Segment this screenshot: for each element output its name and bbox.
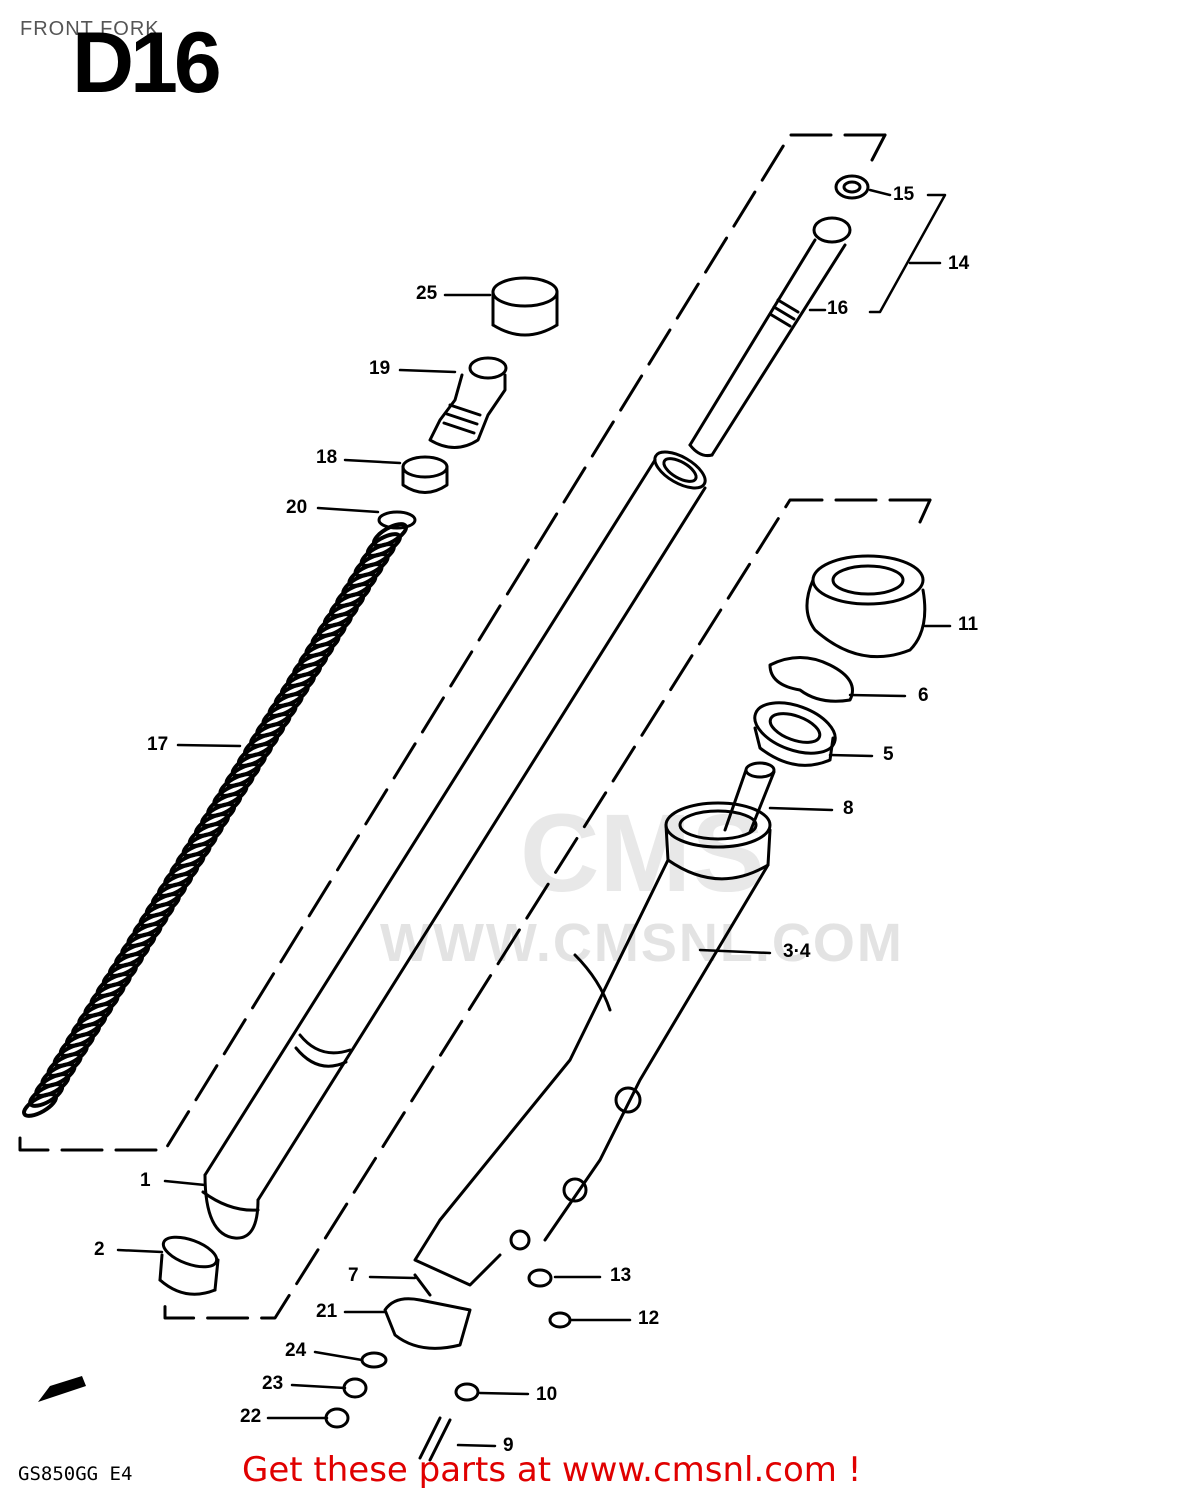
- outer-tube: [413, 801, 772, 1287]
- callout-10: 10: [536, 1384, 558, 1405]
- nut-10: [454, 1382, 480, 1402]
- stud-bolt: [413, 1273, 432, 1297]
- axle-holder: [383, 1297, 472, 1350]
- callout-17: 17: [147, 734, 169, 755]
- washer: [377, 510, 417, 530]
- washer-24: [360, 1351, 388, 1369]
- group-bracket-right: [163, 498, 932, 1320]
- callout-2: 2: [94, 1239, 105, 1260]
- callout-20: 20: [286, 497, 308, 518]
- spring-coil: [22, 1092, 58, 1118]
- callout-23: 23: [262, 1373, 284, 1394]
- callout-16: 16: [827, 298, 849, 319]
- axle-bolt: [418, 1416, 452, 1462]
- hex-bolt: [548, 1311, 572, 1329]
- callout-22: 22: [240, 1406, 262, 1427]
- model-code: GS850GG E4: [18, 1463, 133, 1485]
- callout-18: 18: [316, 447, 338, 468]
- stopper-ring: [768, 656, 854, 703]
- inner-tube: [201, 450, 707, 1240]
- nut-23: [342, 1377, 368, 1399]
- callout-9: 9: [503, 1435, 514, 1456]
- watermark-url: WWW.CMSNL.COM: [380, 913, 904, 973]
- callout-11: 11: [958, 614, 979, 635]
- damper-cylinder: [723, 761, 776, 834]
- guide-ring: [158, 1235, 220, 1296]
- nut-13: [527, 1268, 553, 1288]
- callout-5: 5: [883, 744, 894, 765]
- oil-seal: [753, 701, 837, 767]
- fork-spring: [22, 522, 408, 1118]
- callout-12: 12: [638, 1308, 660, 1329]
- section-code: D16: [72, 15, 222, 111]
- dust-seal: [805, 554, 927, 659]
- callout-1: 1: [140, 1170, 151, 1191]
- callout-8: 8: [843, 798, 854, 819]
- callout-25: 25: [416, 283, 438, 304]
- callout-13: 13: [610, 1265, 632, 1286]
- callout-24: 24: [285, 1340, 307, 1361]
- callout-3-4: 3·4: [783, 941, 811, 962]
- spacer: [401, 455, 449, 494]
- promo-text: Get these parts at www.cmsnl.com !: [242, 1450, 862, 1490]
- callout-14: 14: [948, 253, 970, 274]
- cap-cover: [491, 276, 559, 337]
- callout-21: 21: [316, 1301, 338, 1322]
- callout-19: 19: [369, 358, 391, 379]
- callout-15: 15: [893, 184, 915, 205]
- nut-22: [324, 1407, 350, 1429]
- leader-lines: [116, 188, 952, 1448]
- diagram-title: FRONT FORK: [20, 18, 160, 40]
- damper-rod: [688, 174, 870, 457]
- callout-7: 7: [348, 1265, 359, 1286]
- callout-6: 6: [918, 685, 929, 706]
- group-bracket-left: [18, 133, 887, 1152]
- forward-arrow-icon: [38, 1376, 86, 1402]
- cap-bolt: [428, 356, 508, 449]
